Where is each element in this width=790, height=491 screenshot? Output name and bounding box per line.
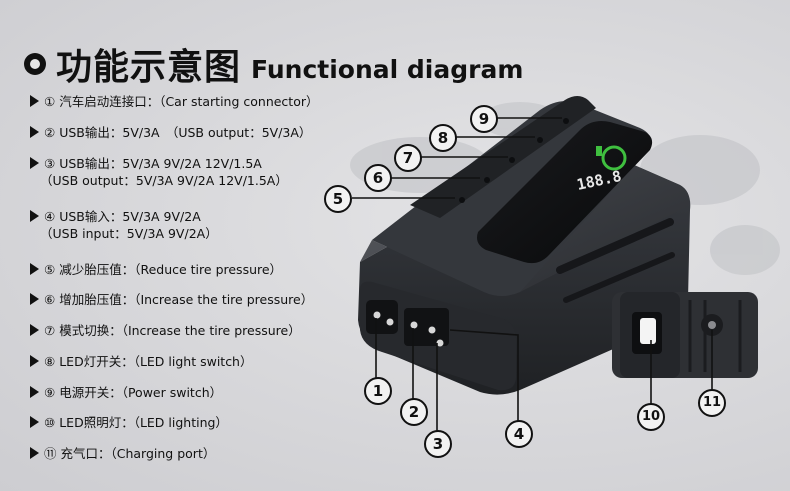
feature-item-2: ② USB输出：5V/3A （USB output：5V/3A）: [30, 124, 311, 141]
triangle-icon: [30, 157, 39, 169]
callout-8: 8: [429, 124, 457, 152]
leader-lines: [352, 117, 713, 433]
feature-label: USB输出：5V/3A （USB output：5V/3A）: [59, 125, 312, 140]
side-view-inset: [612, 292, 758, 378]
callout-9: 9: [470, 105, 498, 133]
feature-number: ⑨: [44, 385, 56, 400]
triangle-icon: [30, 355, 39, 367]
feature-item-1: ① 汽车启动连接口：（Car starting connector）: [30, 93, 319, 110]
title-row: 功能示意图 Functional diagram: [24, 38, 523, 90]
feature-number: ⑤: [44, 262, 56, 277]
battery-icon: [596, 146, 602, 156]
battery-ring-icon: [601, 145, 627, 171]
button-increase-pressure: [484, 177, 490, 183]
callout-5: 5: [324, 185, 352, 213]
button-mode-switch: [509, 157, 515, 163]
feature-item-6: ⑥ 增加胎压值：（Increase the tire pressure）: [30, 291, 313, 308]
callout-7: 7: [394, 144, 422, 172]
feature-label: USB输入：5V/3A 9V/2A: [59, 209, 201, 224]
button-reduce-pressure: [459, 197, 465, 203]
car-starting-connector: [366, 300, 398, 334]
button-led-switch: [537, 137, 543, 143]
callout-3: 3: [424, 430, 452, 458]
feature-item-10: ⑩ LED照明灯：（LED lighting）: [30, 414, 228, 431]
feature-label: 减少胎压值：（Reduce tire pressure）: [59, 262, 283, 277]
usb-ports: [404, 308, 449, 346]
triangle-icon: [30, 386, 39, 398]
callout-6: 6: [364, 164, 392, 192]
callout-11: 11: [698, 389, 726, 417]
triangle-icon: [30, 293, 39, 305]
feature-label: USB输出：5V/3A 9V/2A 12V/1.5A: [59, 156, 262, 171]
feature-label: 模式切换：（Increase the tire pressure）: [59, 323, 301, 338]
feature-label: LED照明灯：（LED lighting）: [59, 415, 228, 430]
feature-number: ③: [44, 156, 56, 171]
triangle-icon: [30, 210, 39, 222]
feature-label: LED灯开关：（LED light switch）: [59, 354, 253, 369]
feature-item-11: ⑪ 充气口：（Charging port）: [30, 445, 215, 462]
triangle-icon: [30, 263, 39, 275]
feature-number: ⑥: [44, 292, 56, 307]
title-chinese: 功能示意图: [56, 47, 242, 88]
feature-label: 电源开关：（Power switch）: [59, 385, 223, 400]
bullet-icon: [24, 53, 46, 75]
title-english: Functional diagram: [251, 54, 524, 84]
feature-number: ④: [44, 209, 56, 224]
front-ports: [366, 300, 449, 347]
feature-number: ②: [44, 125, 56, 140]
triangle-icon: [30, 324, 39, 336]
feature-sublabel: （USB input：5V/3A 9V/2A）: [40, 226, 218, 241]
feature-item-7: ⑦ 模式切换：（Increase the tire pressure）: [30, 322, 301, 339]
callout-1: 1: [364, 377, 392, 405]
triangle-icon: [30, 447, 39, 459]
feature-sublabel: （USB output：5V/3A 9V/2A 12V/1.5A）: [40, 173, 288, 188]
feature-item-9: ⑨ 电源开关：（Power switch）: [30, 384, 222, 401]
feature-number: ①: [44, 94, 56, 109]
feature-number: ⑧: [44, 354, 56, 369]
feature-number: ⑪: [44, 446, 57, 461]
button-power: [563, 118, 569, 124]
feature-label: 充气口：（Charging port）: [60, 446, 216, 461]
feature-label: 汽车启动连接口：（Car starting connector）: [59, 94, 319, 109]
triangle-icon: [30, 95, 39, 107]
callout-10: 10: [637, 403, 665, 431]
feature-label: 增加胎压值：（Increase the tire pressure）: [59, 292, 314, 307]
feature-number: ⑩: [44, 415, 56, 430]
triangle-icon: [30, 126, 39, 138]
feature-number: ⑦: [44, 323, 56, 338]
feature-item-4: ④ USB输入：5V/3A 9V/2A （USB input：5V/3A 9V/2…: [30, 208, 218, 242]
feature-item-8: ⑧ LED灯开关：（LED light switch）: [30, 353, 252, 370]
triangle-icon: [30, 416, 39, 428]
callout-4: 4: [505, 420, 533, 448]
feature-item-5: ⑤ 减少胎压值：（Reduce tire pressure）: [30, 261, 282, 278]
callout-2: 2: [400, 398, 428, 426]
feature-item-3: ③ USB输出：5V/3A 9V/2A 12V/1.5A （USB output：…: [30, 155, 288, 189]
